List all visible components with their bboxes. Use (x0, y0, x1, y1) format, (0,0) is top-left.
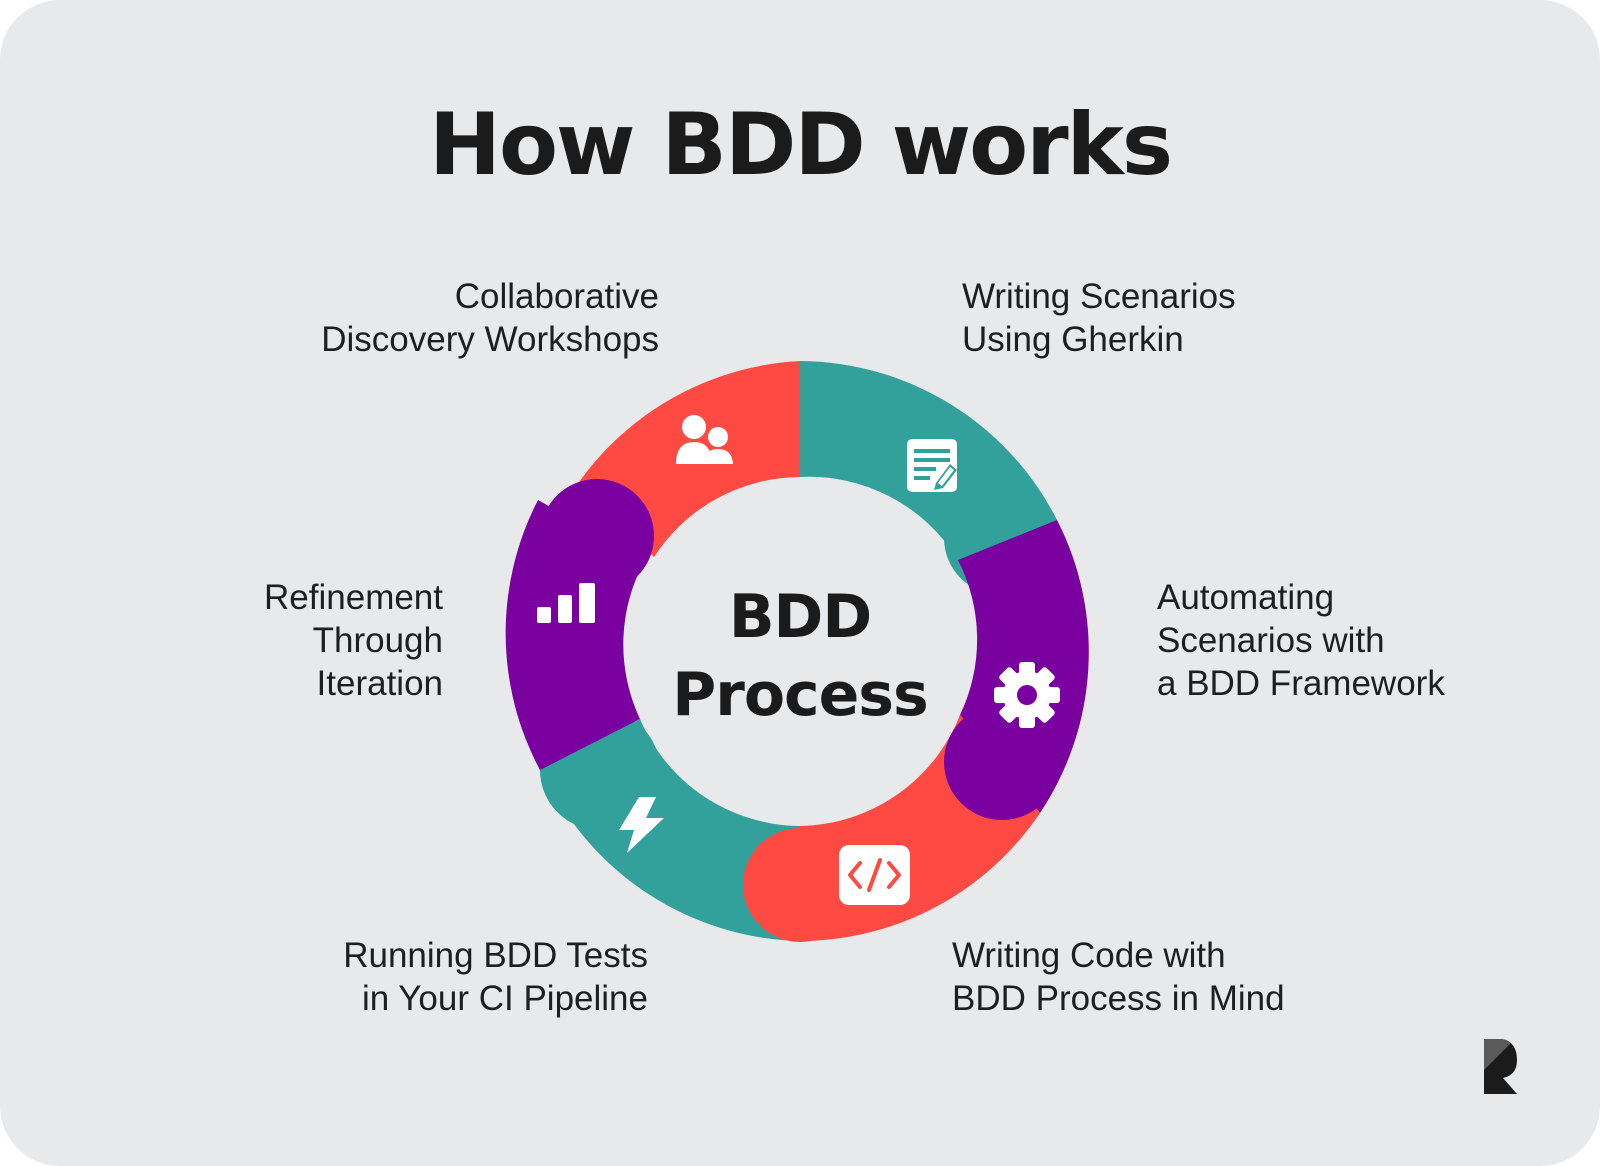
center-label: BDD Process (640, 578, 960, 734)
center-label-line2: Process (672, 660, 928, 730)
document-edit-icon (907, 439, 957, 492)
step-label-writing-scenarios: Writing Scenarios Using Gherkin (962, 275, 1236, 361)
step-4-line-2: BDD Process in Mind (952, 979, 1285, 1018)
step-5-line-2: in Your CI Pipeline (361, 979, 648, 1018)
gear-icon (994, 662, 1060, 728)
lightning-icon (619, 797, 664, 853)
step-label-writing-code: Writing Code with BDD Process in Mind (952, 934, 1285, 1020)
step-2-line-2: Using Gherkin (962, 320, 1184, 359)
segment-automating-cap (944, 704, 1060, 820)
page-title: How BDD works (428, 95, 1173, 195)
code-icon (839, 845, 910, 905)
step-1-line-2: Discovery Workshops (321, 320, 659, 359)
step-6-line-1: Refinement (264, 578, 443, 617)
step-label-running-tests: Running BDD Tests in Your CI Pipeline (343, 934, 648, 1020)
brand-logo-icon (1484, 1039, 1517, 1094)
step-6-line-2: Through (312, 621, 443, 660)
step-2-line-1: Writing Scenarios (962, 277, 1236, 316)
step-label-refinement: Refinement Through Iteration (264, 576, 443, 705)
segment-refinement-cap (540, 479, 654, 593)
step-label-automating: Automating Scenarios with a BDD Framewor… (1157, 576, 1445, 705)
step-4-line-1: Writing Code with (952, 936, 1226, 975)
segment-writing-code-cap (743, 828, 857, 942)
step-6-line-3: Iteration (316, 664, 443, 703)
step-3-line-2: Scenarios with (1157, 621, 1385, 660)
bar-chart-icon (537, 583, 595, 623)
step-3-line-1: Automating (1157, 578, 1335, 617)
step-5-line-1: Running BDD Tests (343, 936, 648, 975)
step-1-line-1: Collaborative (454, 277, 659, 316)
people-icon (676, 415, 733, 464)
step-3-line-3: a BDD Framework (1157, 664, 1445, 703)
center-label-line1: BDD (728, 582, 872, 652)
step-label-collaborative-discovery: Collaborative Discovery Workshops (321, 275, 659, 361)
